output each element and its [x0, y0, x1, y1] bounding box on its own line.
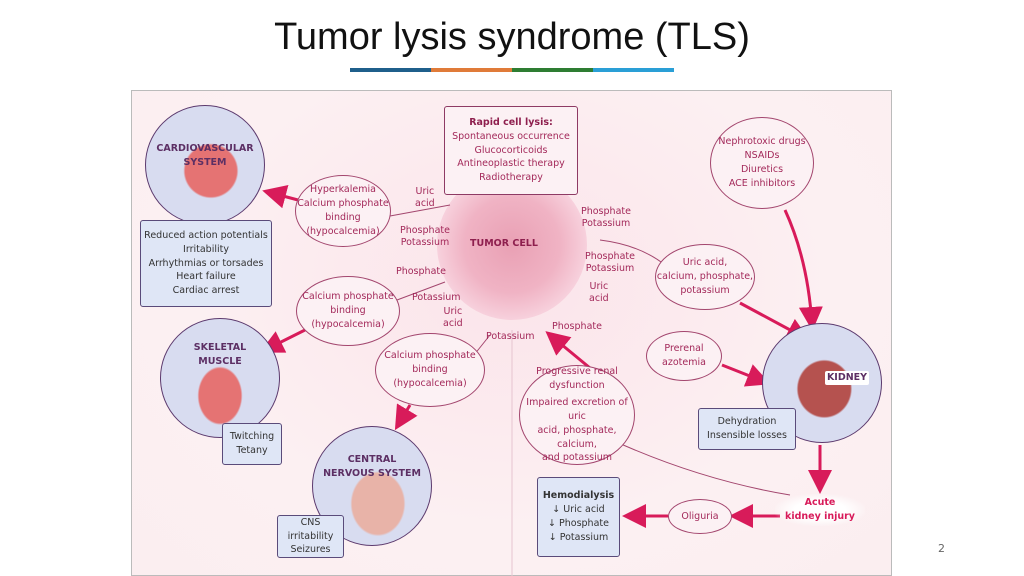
rapid-lysis-box: Rapid cell lysis: Spontaneous occurrence…	[444, 106, 578, 195]
renal-text: and potassium	[541, 452, 613, 464]
cause-text: Calcium phosphate	[297, 198, 389, 210]
solutes-ellipse: Uric acid, calcium, phosphate, potassium	[655, 244, 755, 310]
hemodialysis-heading: Hemodialysis	[542, 490, 615, 502]
drug-item: Diuretics	[740, 164, 784, 175]
cardio-effects-box: Reduced action potentials Irritability A…	[140, 220, 272, 307]
cause-item: Glucocorticoids	[474, 144, 548, 156]
oliguria-text: Oliguria	[681, 510, 719, 522]
aki-label: Acute kidney injury	[775, 494, 865, 526]
cause-text: (hypocalcemia)	[393, 377, 467, 389]
arrow	[262, 185, 299, 209]
drug-item: NSAIDs	[744, 150, 780, 162]
drug-item: ACE inhibitors	[728, 177, 796, 189]
rapid-lysis-heading: Rapid cell lysis:	[469, 117, 553, 129]
skeletal-label: MUSCLE	[198, 355, 242, 367]
renal-text: dysfunction	[549, 379, 605, 391]
cause-text: binding	[412, 364, 448, 376]
hd-item: ↓ Phosphate	[548, 518, 609, 529]
renal-text: Impaired excretion of uric	[526, 397, 628, 423]
tumor-label: Potassium	[486, 331, 535, 342]
effect-item: Twitching	[229, 431, 275, 443]
cns-label: CENTRAL	[347, 454, 397, 465]
line	[389, 204, 451, 217]
effect-item: Seizures	[290, 544, 331, 556]
effect-item: Reduced action potentials	[144, 230, 268, 242]
page-number: 2	[938, 542, 945, 555]
skeletal-effects-box: Twitching Tetany	[222, 423, 282, 465]
cause-text: binding	[325, 212, 361, 223]
title-bar-3	[512, 68, 593, 72]
aki-text: Acute	[804, 497, 836, 509]
aki-text: kidney injury	[785, 511, 855, 522]
skeletal-label: SKELETAL	[193, 342, 247, 353]
nephrotoxic-ellipse: Nephrotoxic drugs NSAIDs Diuretics ACE i…	[710, 117, 814, 209]
arrow	[783, 209, 823, 331]
tumor-cell-image	[437, 170, 587, 320]
cause-text: Calcium phosphate	[302, 291, 394, 303]
solute-text: potassium	[680, 284, 730, 296]
arrow	[545, 331, 591, 370]
effect-item: Cardiac arrest	[172, 285, 240, 297]
hd-item: ↓ Potassium	[548, 531, 609, 543]
arrow	[721, 363, 771, 387]
cause-text: Calcium phosphate	[384, 350, 476, 362]
cardio-label: SYSTEM	[183, 156, 227, 168]
cause-text: binding	[330, 305, 366, 317]
effect-item: Heart failure	[176, 271, 236, 283]
tumor-cell-label: TUMOR CELL	[470, 238, 538, 249]
cns-label: NERVOUS SYSTEM	[323, 467, 421, 479]
cardiovascular-circle: CARDIOVASCULAR SYSTEM	[145, 105, 265, 225]
tumor-label: Phosphate	[396, 266, 446, 277]
hemodialysis-box: Hemodialysis ↓ Uric acid ↓ Phosphate ↓ P…	[537, 477, 620, 557]
cause-text: (hypocalcemia)	[311, 318, 385, 330]
prerenal-text: azotemia	[662, 357, 706, 368]
kidney-label: KIDNEY	[824, 371, 870, 385]
oliguria-ellipse: Oliguria	[668, 499, 732, 534]
kidney-effects-box: Dehydration Insensible losses	[698, 408, 796, 450]
drug-item: Nephrotoxic drugs	[718, 136, 806, 148]
slide-title: Tumor lysis syndrome (TLS)	[274, 16, 750, 58]
skeletal-cause-ellipse: Calcium phosphate binding (hypocalcemia)	[296, 276, 400, 346]
solute-text: Uric acid,	[682, 257, 728, 269]
skeletal-muscle-circle: SKELETAL MUSCLE	[160, 318, 280, 438]
cause-text: Hyperkalemia	[310, 184, 376, 196]
effect-item: Tetany	[236, 445, 268, 456]
cause-item: Antineoplastic therapy	[457, 158, 565, 170]
effect-item: Dehydration	[717, 416, 777, 428]
cns-cause-ellipse: Calcium phosphate binding (hypocalcemia)	[375, 333, 485, 407]
prerenal-text: Prerenal	[664, 343, 704, 355]
effect-item: Irritability	[183, 243, 229, 255]
line	[611, 439, 791, 496]
renal-text: Progressive renal	[536, 365, 618, 377]
cause-item: Radiotherapy	[479, 172, 543, 184]
hyperkalemia-ellipse: Hyperkalemia Calcium phosphate binding (…	[295, 175, 391, 247]
renal-text: acid, phosphate, calcium,	[537, 424, 617, 450]
line	[396, 281, 446, 301]
title-bar-2	[431, 68, 512, 72]
cause-text: (hypocalcemia)	[306, 225, 380, 237]
title-bar-4	[593, 68, 674, 72]
tumor-label: Phosphate	[552, 321, 602, 332]
hd-item: ↓ Uric acid	[552, 504, 605, 516]
effect-item: CNS irritability	[287, 516, 334, 542]
solute-text: calcium, phosphate,	[656, 271, 754, 283]
effect-item: Arrhythmias or torsades	[148, 257, 264, 269]
cns-effects-box: CNS irritability Seizures	[277, 515, 344, 558]
title-bar-1	[350, 68, 431, 72]
tumor-label: Potassium	[412, 292, 461, 303]
renal-dysfunction-ellipse: Progressive renal dysfunction Impaired e…	[519, 365, 635, 465]
cardio-label: CARDIOVASCULAR	[156, 143, 254, 154]
cause-item: Spontaneous occurrence	[452, 130, 570, 142]
prerenal-ellipse: Prerenal azotemia	[646, 331, 722, 381]
effect-item: Insensible losses	[707, 430, 787, 441]
arrow	[394, 403, 418, 431]
